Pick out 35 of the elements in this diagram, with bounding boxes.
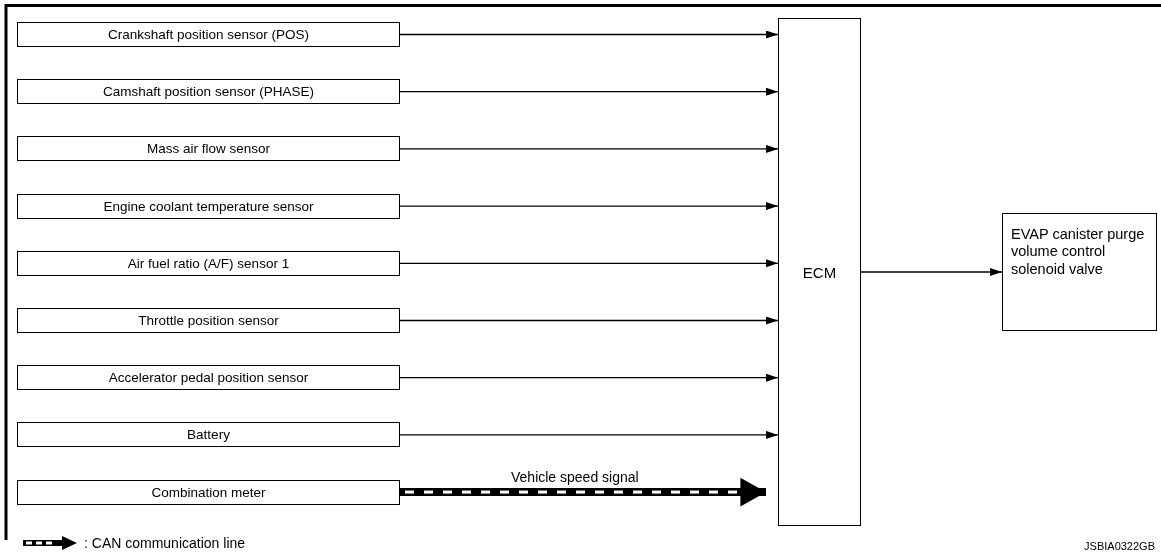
sensor-box	[17, 479, 400, 505]
sensor-box	[17, 308, 400, 333]
signal-arrow	[399, 259, 779, 268]
signal-arrow	[399, 30, 779, 39]
sensor-box	[17, 79, 400, 105]
node-label: Crankshaft position sensor (POS)	[107, 27, 310, 42]
legend-label: : CAN communication line	[84, 535, 246, 551]
node-label: EVAP canister purge volume control solenoid valve	[1011, 226, 1146, 279]
sensor-box	[17, 365, 400, 391]
signal-arrow	[399, 373, 779, 382]
edge-label: Vehicle speed signal	[511, 469, 639, 486]
control-module-box	[778, 18, 861, 526]
node-label: Mass air flow sensor	[146, 141, 270, 157]
actuator-box	[1002, 213, 1157, 331]
sensor-box	[17, 250, 400, 276]
sensor-box	[17, 136, 400, 162]
can-communication-arrow	[400, 477, 766, 507]
signal-arrow	[399, 144, 779, 153]
signal-arrow	[399, 87, 779, 96]
node-label: Throttle position sensor	[138, 313, 279, 328]
signal-arrow	[399, 430, 779, 439]
sensor-box	[17, 422, 400, 448]
node-label: Engine coolant temperature sensor	[103, 198, 314, 214]
node-label: ECM	[802, 263, 837, 281]
node-label: Camshaft position sensor (PHASE)	[103, 84, 314, 100]
node-label: Battery	[187, 427, 230, 443]
signal-arrow	[399, 316, 779, 325]
signal-arrow	[860, 268, 1003, 276]
node-label: Combination meter	[151, 484, 266, 500]
sensor-box	[17, 193, 400, 219]
signal-arrow	[399, 202, 779, 211]
figure-code: JSBIA0322GB	[1084, 540, 1155, 552]
sensor-box	[17, 22, 400, 47]
node-label: Accelerator pedal position sensor	[108, 370, 309, 386]
node-label: Air fuel ratio (A/F) sensor 1	[127, 255, 290, 271]
